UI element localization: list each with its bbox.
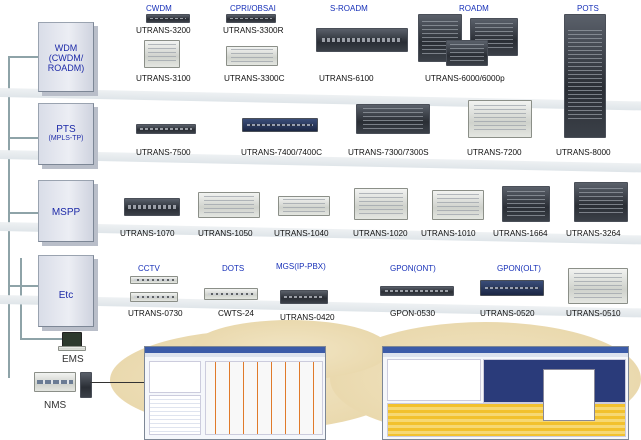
category-wdm-line2: (CWDM/ [48, 53, 84, 63]
device-6100-image[interactable] [316, 28, 408, 52]
section-pots: POTS [577, 4, 599, 13]
device-7400-image[interactable] [242, 118, 318, 132]
bus-branch-pts [8, 137, 40, 139]
bus-line [8, 56, 10, 378]
device-8000-image[interactable] [564, 14, 606, 138]
device-0510-image[interactable] [568, 268, 628, 304]
device-7300-image[interactable] [356, 104, 430, 134]
device-0520-image[interactable] [480, 280, 544, 296]
section-cctv: CCTV [138, 264, 160, 273]
device-1010-label: UTRANS-1010 [421, 229, 476, 238]
category-etc-line1: Etc [58, 290, 74, 301]
device-8000-label: UTRANS-8000 [556, 148, 611, 157]
device-0530-image[interactable] [380, 286, 454, 296]
nms-tower-icon[interactable] [80, 372, 92, 398]
device-7300-label: UTRANS-7300/7300S [348, 148, 429, 157]
band-wdm [0, 88, 641, 111]
device-1664-image[interactable] [502, 186, 550, 222]
bus-branch-wdm [8, 56, 40, 58]
nms-link [90, 382, 146, 383]
device-1070-label: UTRANS-1070 [120, 229, 175, 238]
ems-laptop-base [58, 346, 86, 351]
device-3200-label: UTRANS-3200 [136, 26, 191, 35]
device-7200-label: UTRANS-7200 [467, 148, 522, 157]
category-pts-line1: PTS [56, 124, 76, 135]
device-3264-label: UTRANS-3264 [566, 229, 621, 238]
device-0530-label: GPON-0530 [390, 309, 436, 318]
device-0510-label: UTRANS-0510 [566, 309, 621, 318]
device-0420-label: UTRANS-0420 [280, 313, 335, 322]
device-6000-image-c[interactable] [446, 40, 488, 66]
category-wdm-line1: WDM [54, 43, 78, 53]
category-pts[interactable]: PTS (MPLS-TP) [38, 103, 94, 165]
section-gpon-ont: GPON(ONT) [390, 264, 436, 273]
device-3200-image[interactable] [146, 14, 190, 23]
category-mspp-line1: MSPP [51, 207, 81, 218]
device-1664-label: UTRANS-1664 [493, 229, 548, 238]
device-0730-image-b[interactable] [130, 292, 178, 302]
bus-branch-mspp [8, 212, 40, 214]
section-mgs: MGS(IP-PBX) [276, 262, 326, 271]
device-0730-image-a[interactable] [130, 276, 178, 284]
nms-screenshot-1 [144, 346, 326, 440]
device-7200-image[interactable] [468, 100, 532, 138]
section-dots: DOTS [222, 264, 245, 273]
section-cwdm: CWDM [146, 4, 172, 13]
category-wdm-line3: ROADM) [47, 63, 85, 73]
device-7500-image[interactable] [136, 124, 196, 134]
device-3300c-image[interactable] [226, 46, 278, 66]
nms-screenshot-2 [382, 346, 629, 440]
bus-branch-etc [8, 285, 40, 287]
ems-link-h [20, 338, 68, 340]
device-cwts24-label: CWTS-24 [218, 309, 254, 318]
device-3300r-image[interactable] [226, 14, 276, 23]
device-3300c-label: UTRANS-3300C [224, 74, 285, 83]
device-1040-label: UTRANS-1040 [274, 229, 329, 238]
category-wdm[interactable]: WDM (CWDM/ ROADM) [38, 22, 94, 92]
device-1020-image[interactable] [354, 188, 408, 220]
device-0730-label: UTRANS-0730 [128, 309, 183, 318]
section-cpri: CPRI/OBSAI [230, 4, 276, 13]
device-0420-image[interactable] [280, 290, 328, 304]
device-1040-image[interactable] [278, 196, 330, 216]
device-7400-label: UTRANS-7400/7400C [241, 148, 323, 157]
device-6100-label: UTRANS-6100 [319, 74, 374, 83]
device-6000-label: UTRANS-6000/6000p [425, 74, 505, 83]
nms-workstation-icon[interactable] [34, 372, 76, 392]
category-etc[interactable]: Etc [38, 255, 94, 327]
section-roadm: ROADM [459, 4, 489, 13]
ems-label: EMS [62, 354, 84, 365]
device-3264-image[interactable] [574, 182, 628, 222]
device-1050-image[interactable] [198, 192, 260, 218]
section-gpon-olt: GPON(OLT) [497, 264, 541, 273]
device-7500-label: UTRANS-7500 [136, 148, 191, 157]
device-1050-label: UTRANS-1050 [198, 229, 253, 238]
nms-label: NMS [44, 400, 67, 411]
device-3300r-label: UTRANS-3300R [223, 26, 284, 35]
device-1070-image[interactable] [124, 198, 180, 216]
section-sroadm: S-ROADM [330, 4, 368, 13]
device-cwts24-image[interactable] [204, 288, 258, 300]
device-3100-image[interactable] [144, 40, 180, 68]
category-pts-line2: (MPLS-TP) [48, 135, 84, 142]
device-0520-label: UTRANS-0520 [480, 309, 535, 318]
device-1020-label: UTRANS-1020 [353, 229, 408, 238]
category-mspp[interactable]: MSPP [38, 180, 94, 242]
device-3100-label: UTRANS-3100 [136, 74, 191, 83]
device-1010-image[interactable] [432, 190, 484, 220]
